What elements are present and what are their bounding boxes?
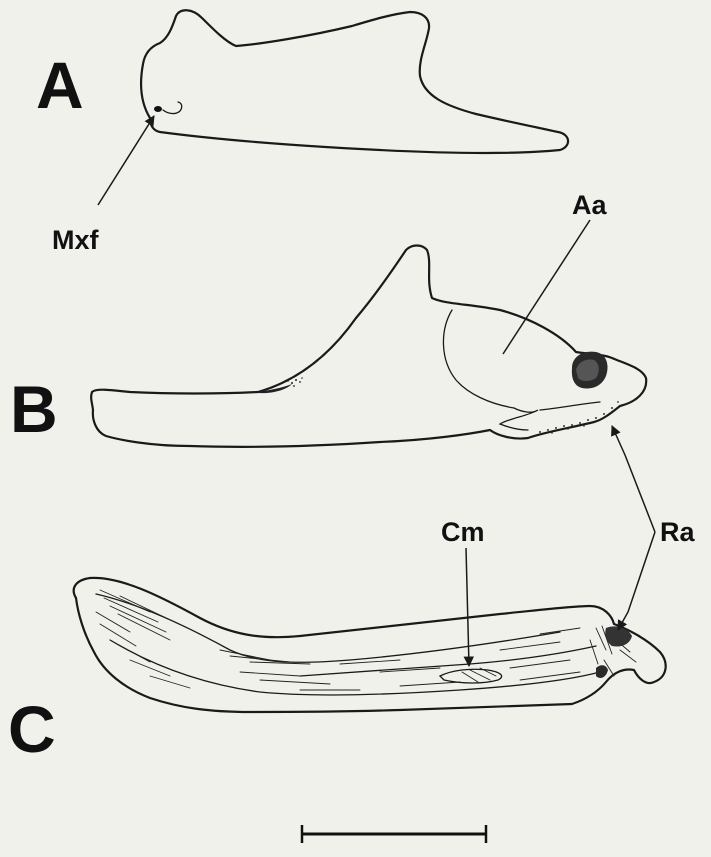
stipple-ventral: [539, 401, 619, 434]
bone-outline-c: [74, 578, 666, 712]
foramen-curl: [163, 102, 182, 114]
label-ra: Ra: [660, 517, 695, 547]
mandibular-canal: [440, 669, 502, 683]
articular-area-boundary: [443, 310, 538, 430]
bone-outline-a: [141, 10, 568, 153]
bone-outline-b: [91, 246, 646, 447]
panel-letter-c: C: [8, 692, 56, 766]
label-aa: Aa: [572, 190, 607, 220]
panel-letter-b: B: [10, 372, 58, 446]
ra-leader-to-c: [618, 532, 655, 630]
scale-bar: [302, 825, 486, 843]
label-mxf: Mxf: [52, 225, 100, 255]
panel-a: A Mxf: [36, 10, 568, 255]
label-cm: Cm: [441, 517, 485, 547]
ra-annotation: Ra: [612, 426, 695, 630]
dorsal-ridge: [96, 594, 560, 662]
panel-letter-a: A: [36, 48, 84, 122]
panel-b: B Aa: [10, 190, 646, 447]
panel-c: C: [8, 517, 666, 766]
ra-leader-to-b: [612, 426, 655, 532]
mxf-leader-arrow: [98, 116, 154, 205]
articular-shadow: [596, 665, 608, 678]
aa-leader-line: [503, 220, 590, 354]
articular-lower-line: [540, 402, 600, 410]
cm-leader-arrow: [466, 548, 469, 666]
hatching-left: [96, 590, 200, 688]
ventral-ridge: [110, 640, 600, 695]
mxf-foramen-mark: [154, 106, 162, 112]
